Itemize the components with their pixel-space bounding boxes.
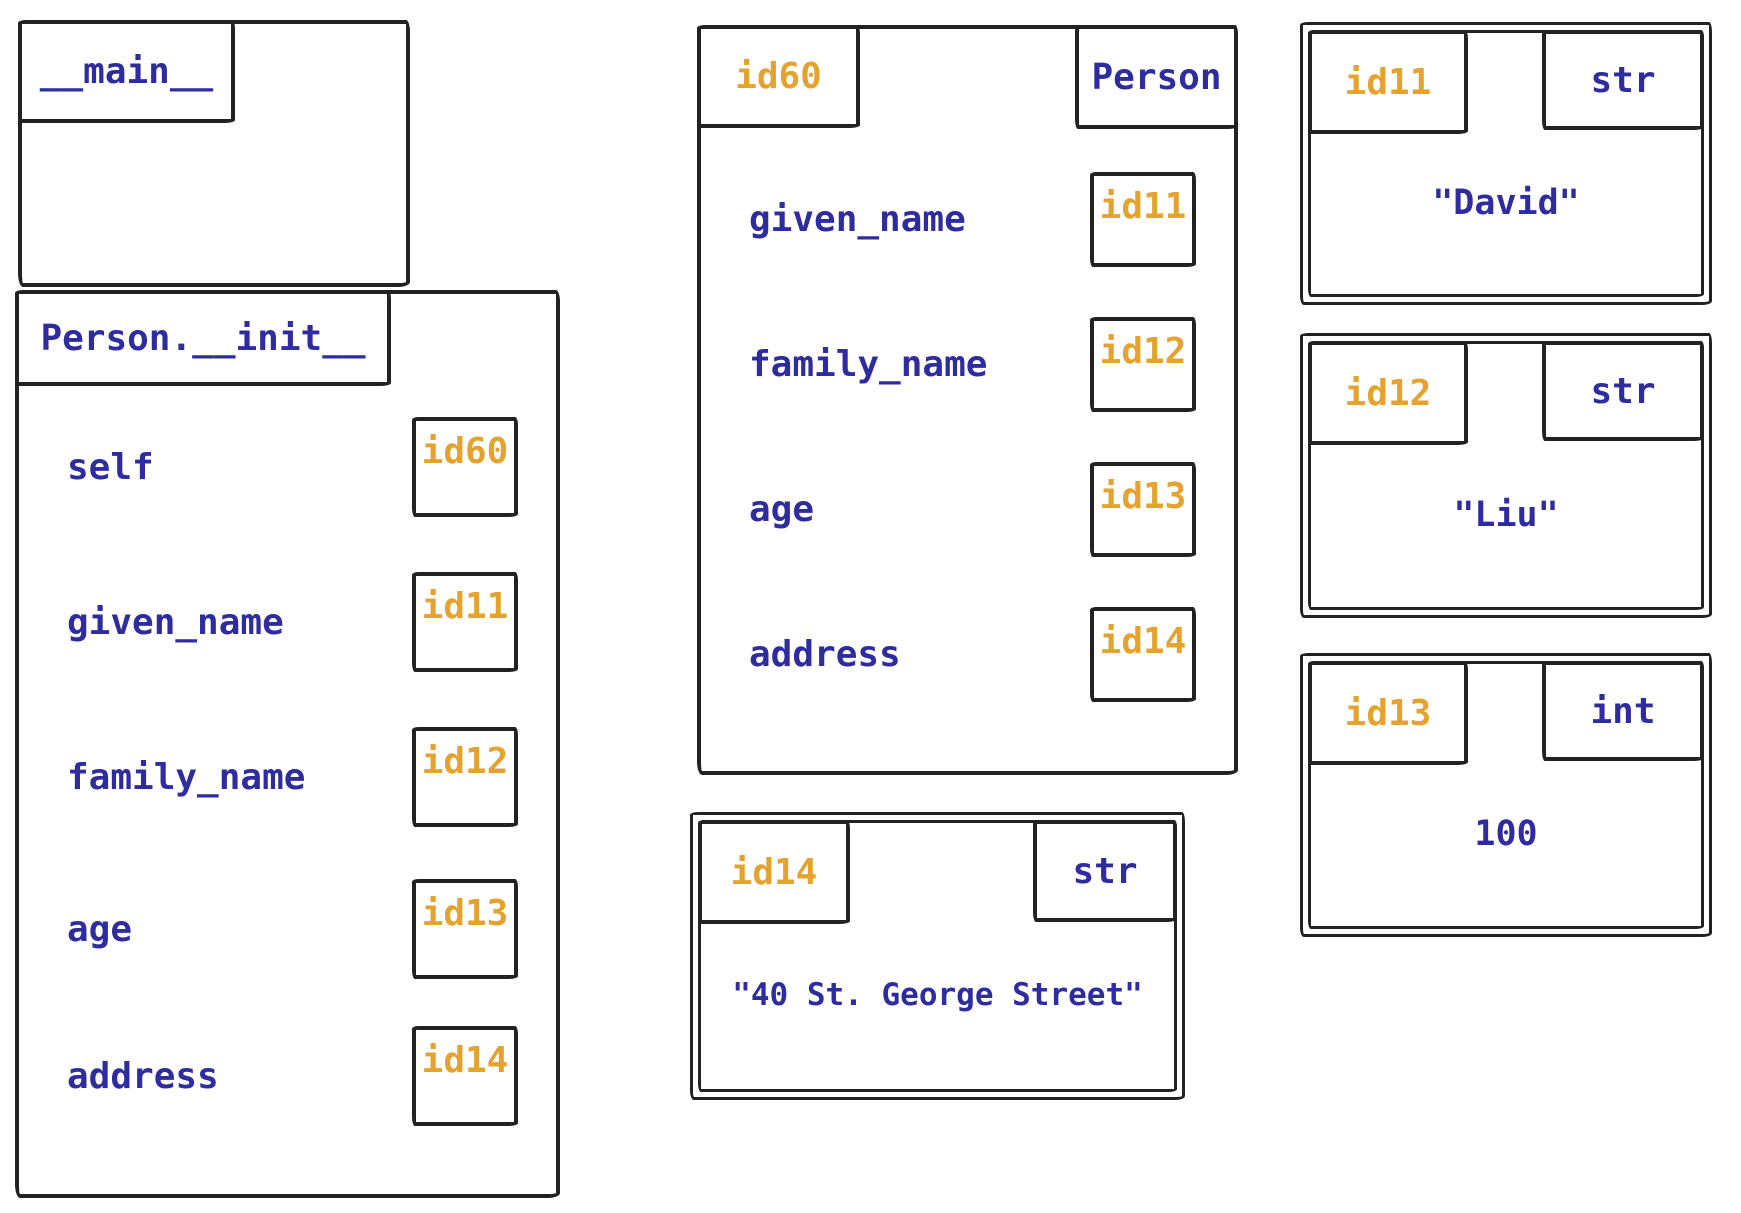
object-type: str [1590, 370, 1656, 412]
object-type-tab: str [1542, 30, 1704, 130]
object-id-tab: id14 [698, 820, 850, 924]
object-str-id11-inner: id11 str "David" [1308, 30, 1704, 297]
var-row-given-name: given_name id11 [67, 572, 518, 672]
var-name: address [67, 1055, 219, 1097]
attr-row-given-name: given_name id11 [749, 172, 1196, 267]
object-type: int [1590, 690, 1656, 732]
object-id: id13 [1344, 692, 1432, 734]
object-type-tab: int [1542, 661, 1704, 761]
id-ref-box: id60 [412, 417, 518, 517]
var-row-age: age id13 [67, 879, 518, 979]
attr-row-age: age id13 [749, 462, 1196, 557]
object-str-id12-inner: id12 str "Liu" [1308, 341, 1704, 610]
object-header: id11 str [1308, 30, 1704, 137]
object-id: id12 [1344, 372, 1432, 414]
object-int-id13: id13 int 100 [1300, 653, 1712, 937]
object-type: str [1590, 59, 1656, 101]
id-ref-box: id13 [412, 879, 518, 979]
object-str-id11: id11 str "David" [1300, 22, 1712, 305]
object-int-id13-inner: id13 int 100 [1308, 661, 1704, 929]
frame-person-init: Person.__init__ self id60 given_name id1… [15, 290, 560, 1198]
var-row-address: address id14 [67, 1026, 518, 1126]
object-id: id14 [730, 851, 818, 893]
id-ref-box: id12 [412, 727, 518, 827]
frame-main-title-tab: __main__ [18, 20, 235, 123]
object-person-type: Person [1091, 56, 1222, 98]
attr-name: family_name [749, 344, 988, 385]
object-person-id: id60 [735, 56, 822, 97]
attr-row-address: address id14 [749, 607, 1196, 702]
frame-main-title: __main__ [39, 51, 214, 92]
object-type-tab: str [1542, 341, 1704, 441]
frame-person-init-title-tab: Person.__init__ [15, 290, 391, 386]
id-ref-box: id14 [1090, 607, 1196, 702]
object-value: "40 St. George Street" [732, 977, 1143, 1013]
object-id-tab: id11 [1308, 30, 1468, 134]
attr-name: address [749, 634, 901, 675]
frame-main: __main__ [18, 20, 410, 287]
var-name: family_name [67, 756, 306, 798]
object-header: id12 str [1308, 341, 1704, 448]
var-row-family-name: family_name id12 [67, 727, 518, 827]
id-ref-box: id11 [1090, 172, 1196, 267]
id-ref-box: id11 [412, 572, 518, 672]
object-person-type-tab: Person [1075, 25, 1238, 129]
object-header: id14 str [698, 820, 1177, 927]
object-str-id14-inner: id14 str "40 St. George Street" [698, 820, 1177, 1092]
id-ref-box: id14 [412, 1026, 518, 1126]
object-id-tab: id13 [1308, 661, 1468, 765]
object-value: "Liu" [1453, 494, 1559, 535]
object-type-tab: str [1033, 820, 1177, 922]
id-ref-box: id12 [1090, 317, 1196, 412]
object-str-id14: id14 str "40 St. George Street" [690, 812, 1185, 1100]
attr-name: given_name [749, 199, 966, 240]
object-person-id-tab: id60 [697, 25, 860, 128]
object-id: id11 [1344, 61, 1432, 103]
object-value: "David" [1432, 182, 1580, 223]
object-id-tab: id12 [1308, 341, 1468, 445]
attr-name: age [749, 489, 815, 530]
attr-row-family-name: family_name id12 [749, 317, 1196, 412]
id-ref-box: id13 [1090, 462, 1196, 557]
var-name: age [67, 908, 133, 950]
var-name: given_name [67, 601, 284, 643]
object-person-id60: id60 Person given_name id11 family_name … [697, 25, 1238, 775]
var-row-self: self id60 [67, 417, 518, 517]
frame-person-init-title: Person.__init__ [40, 317, 366, 359]
object-type: str [1072, 850, 1138, 892]
object-str-id12: id12 str "Liu" [1300, 333, 1712, 618]
object-header: id13 int [1308, 661, 1704, 768]
object-value: 100 [1474, 814, 1538, 854]
var-name: self [67, 446, 154, 488]
